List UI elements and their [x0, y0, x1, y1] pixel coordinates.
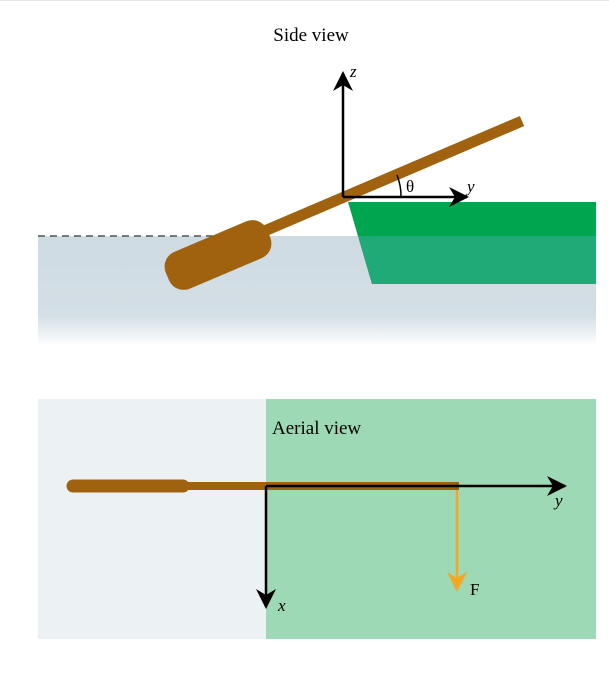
aerial-water — [38, 399, 266, 639]
aerial-view-title: Aerial view — [272, 418, 361, 439]
z-axis-label: z — [349, 62, 357, 81]
oar-blade — [164, 220, 272, 290]
boat-hull-submerged — [358, 236, 596, 284]
theta-arc — [396, 174, 402, 198]
aerial-view: Aerial view y x F — [38, 399, 596, 639]
y-axis-label-side: y — [465, 177, 475, 196]
side-view-title: Side view — [273, 25, 349, 46]
aerial-boat — [266, 399, 596, 639]
aerial-y-axis-label: y — [553, 491, 563, 510]
side-view: Side view z y θ — [38, 25, 596, 346]
force-label: F — [470, 580, 479, 599]
theta-label: θ — [406, 177, 414, 196]
aerial-x-axis-label: x — [277, 596, 286, 615]
